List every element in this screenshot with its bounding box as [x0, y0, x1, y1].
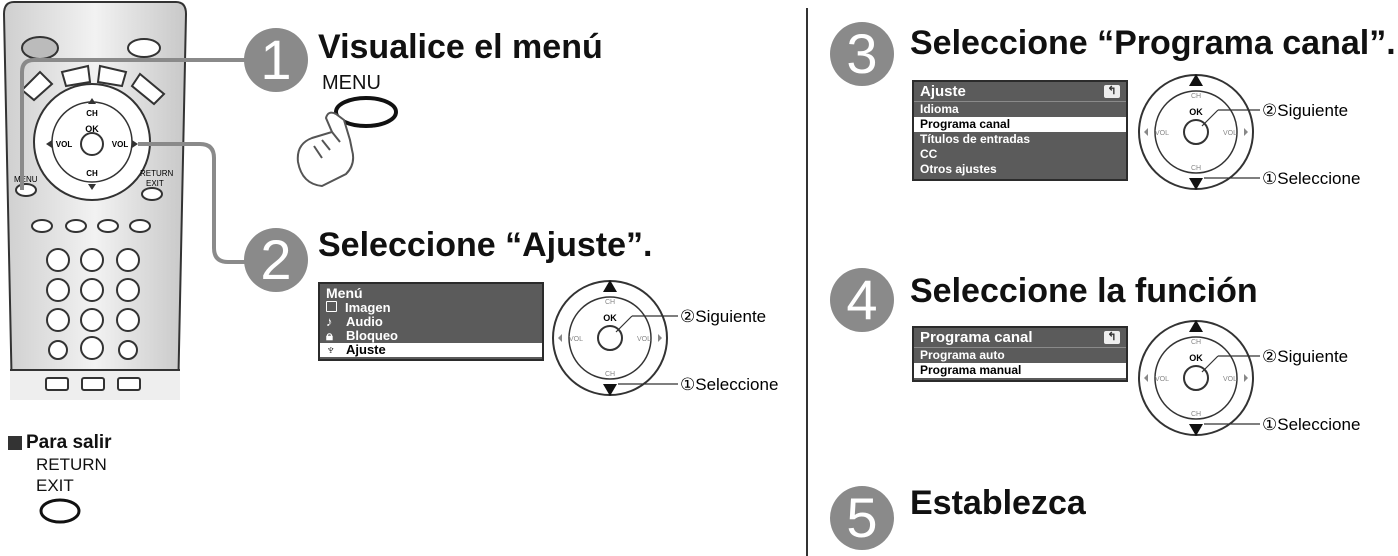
svg-text:VOL: VOL	[1155, 130, 1169, 137]
svg-text:VOL: VOL	[56, 140, 73, 149]
svg-text:VOL: VOL	[112, 140, 129, 149]
connector-lines	[20, 58, 250, 264]
column-divider	[806, 8, 808, 556]
svg-text:OK: OK	[603, 313, 617, 323]
back-icon[interactable]: ↰	[1104, 331, 1120, 344]
step-3-title: Seleccione “Programa canal”.	[910, 24, 1396, 62]
remote-ok-label: OK	[85, 124, 99, 134]
settings-menu-panel: Ajuste ↰ Idioma Programa canal Títulos d…	[912, 80, 1128, 181]
svg-text:CH: CH	[1191, 165, 1201, 172]
exit-button-icon	[39, 498, 81, 524]
step-2-title: Seleccione “Ajuste”.	[318, 226, 653, 264]
main-menu-header: Menú	[326, 285, 363, 301]
svg-text:CH: CH	[1191, 93, 1201, 100]
finger-pressing-icon	[296, 96, 398, 188]
menu-item-otros-ajustes[interactable]: Otros ajustes	[920, 162, 997, 176]
return-label: RETURN	[36, 455, 107, 474]
svg-text:CH: CH	[1191, 339, 1201, 346]
svg-text:RETURN: RETURN	[140, 169, 174, 178]
channel-menu-header: Programa canal ↰	[914, 328, 1126, 348]
square-bullet-icon	[8, 436, 22, 450]
svg-text:CH: CH	[86, 169, 98, 178]
note-icon: ♪	[326, 314, 333, 329]
menu-item-audio[interactable]: ♪Audio	[326, 314, 383, 329]
step-4-number: 4	[830, 268, 894, 332]
step-1-number: 1	[244, 28, 308, 92]
select-label: ①Seleccione	[1262, 169, 1360, 188]
back-icon[interactable]: ↰	[1104, 85, 1120, 98]
svg-text:VOL: VOL	[637, 336, 651, 343]
svg-text:CH: CH	[605, 371, 615, 378]
step-3-number: 3	[830, 22, 894, 86]
dpad-step-3: OK CH CH VOL VOL ②Siguiente ①Seleccione	[1138, 74, 1360, 190]
svg-text:EXIT: EXIT	[146, 179, 164, 188]
menu-item-bloqueo[interactable]: 🔒︎Bloqueo	[326, 328, 398, 343]
down-arrow-icon[interactable]	[1189, 178, 1203, 190]
menu-item-titulos-de-entradas[interactable]: Títulos de entradas	[920, 132, 1031, 146]
settings-menu-header: Ajuste ↰	[914, 82, 1126, 102]
svg-text:VOL: VOL	[569, 336, 583, 343]
svg-text:VOL: VOL	[1223, 376, 1237, 383]
exit-label: EXIT	[36, 476, 74, 495]
menu-item-idioma[interactable]: Idioma	[920, 102, 959, 116]
menu-item-programa-auto[interactable]: Programa auto	[920, 348, 1005, 362]
svg-text:CH: CH	[605, 299, 615, 306]
menu-item-programa-canal[interactable]: Programa canal	[914, 117, 1126, 132]
up-arrow-icon[interactable]	[1189, 320, 1203, 332]
up-arrow-icon[interactable]	[603, 280, 617, 292]
next-label: ②Siguiente	[1262, 101, 1348, 120]
menu-item-cc[interactable]: CC	[920, 147, 938, 161]
square-icon	[326, 301, 337, 312]
svg-text:CH: CH	[1191, 411, 1201, 418]
exit-section: Para salir RETURN EXIT	[8, 432, 112, 531]
dpad-step-2: OK CH CH VOL VOL ②Siguiente ①Seleccione	[552, 280, 778, 396]
dpad-step-4: OK CH CH VOL VOL ②Siguiente ①Seleccione	[1138, 320, 1360, 436]
select-label: ①Seleccione	[680, 375, 778, 394]
step-1-title: Visualice el menú	[318, 28, 603, 66]
menu-item-ajuste[interactable]: ♆Ajuste	[320, 343, 542, 357]
remote-illustration: OK CH CH VOL VOL MENU RETURN EXIT	[2, 1, 188, 400]
select-label: ①Seleccione	[1262, 415, 1360, 434]
menu-button-label: MENU	[322, 72, 381, 94]
remote-control: OK CH CH VOL VOL MENU RETURN EXIT	[0, 0, 190, 400]
svg-text:MENU: MENU	[14, 175, 38, 184]
step-4-title: Seleccione la función	[910, 272, 1258, 310]
next-label: ②Siguiente	[1262, 347, 1348, 366]
next-label: ②Siguiente	[680, 307, 766, 326]
main-menu-panel: Menú Imagen ♪Audio 🔒︎Bloqueo ♆Ajuste	[318, 282, 544, 361]
down-arrow-icon[interactable]	[603, 384, 617, 396]
down-arrow-icon[interactable]	[1189, 424, 1203, 436]
svg-text:VOL: VOL	[1155, 376, 1169, 383]
exit-section-title: Para salir	[26, 432, 112, 453]
svg-text:OK: OK	[1189, 353, 1203, 363]
step-5-title: Establezca	[910, 484, 1086, 522]
step-2-number: 2	[244, 228, 308, 292]
svg-text:OK: OK	[1189, 107, 1203, 117]
menu-item-imagen[interactable]: Imagen	[320, 301, 542, 315]
tools-icon: ♆	[326, 342, 336, 357]
svg-text:VOL: VOL	[1223, 130, 1237, 137]
menu-item-programa-manual[interactable]: Programa manual	[914, 363, 1126, 378]
channel-menu-panel: Programa canal ↰ Programa auto Programa …	[912, 326, 1128, 382]
lock-icon: 🔒︎	[326, 328, 333, 343]
svg-text:CH: CH	[86, 109, 98, 118]
up-arrow-icon[interactable]	[1189, 74, 1203, 86]
step-5-number: 5	[830, 486, 894, 550]
